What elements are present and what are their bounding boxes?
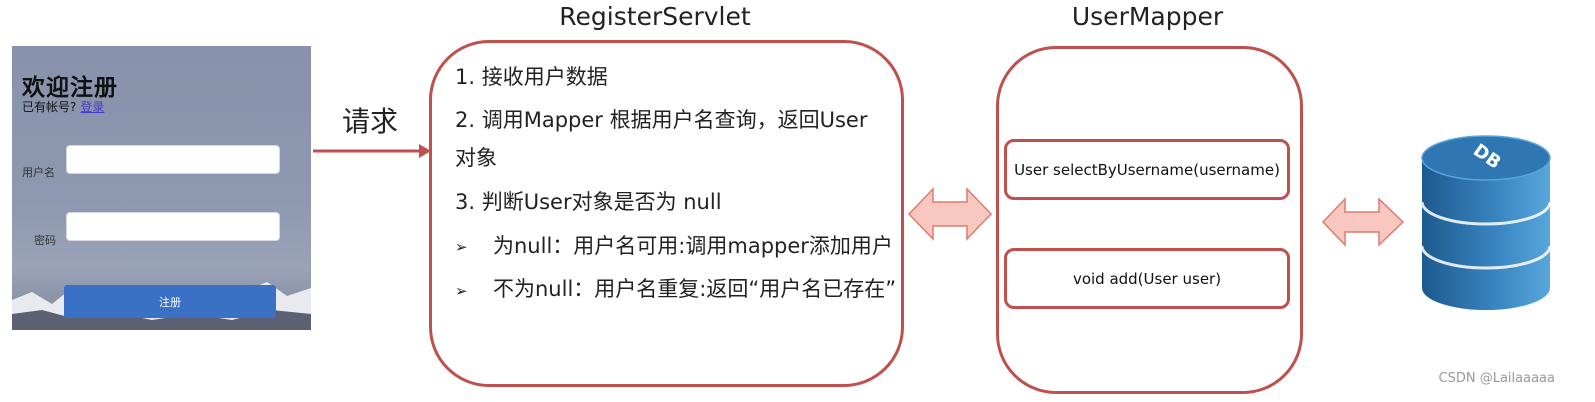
servlet-bullet-2: 不为null：用户名重复:返回“用户名已存在” <box>493 277 897 301</box>
double-arrow-icon <box>907 187 993 241</box>
username-input[interactable] <box>66 145 280 174</box>
login-prompt: 已有帐号?登录 <box>22 98 104 115</box>
login-link[interactable]: 登录 <box>80 100 105 114</box>
servlet-step-2-line-1: 2. 调用Mapper 根据用户名查询，返回User <box>455 108 868 132</box>
request-label: 请求 <box>342 105 399 138</box>
double-arrow-icon <box>1321 197 1405 247</box>
method-select-by-username: User selectByUsername(username) <box>1004 139 1290 200</box>
servlet-step-2-line-2: 对象 <box>455 146 497 170</box>
register-button[interactable]: 注册 <box>64 285 276 318</box>
has-account-text: 已有帐号? <box>22 100 77 114</box>
method-add-user: void add(User user) <box>1004 248 1290 309</box>
servlet-bullet-1: 为null：用户名可用:调用mapper添加用户 <box>493 234 893 258</box>
request-arrow <box>313 144 431 158</box>
servlet-title: RegisterServlet <box>559 2 751 31</box>
password-input[interactable] <box>66 212 280 241</box>
bullet-arrow-icon: ➢ <box>455 282 468 300</box>
database-icon: DB <box>1420 135 1552 310</box>
mapper-title: UserMapper <box>1071 2 1224 31</box>
bullet-arrow-icon: ➢ <box>455 238 468 256</box>
register-form-screenshot: 欢迎注册 已有帐号?登录 用户名 密码 注册 <box>12 46 311 330</box>
password-label: 密码 <box>34 234 56 247</box>
servlet-step-3: 3. 判断User对象是否为 null <box>455 190 722 214</box>
username-label: 用户名 <box>22 166 55 179</box>
servlet-box <box>429 40 904 387</box>
form-title: 欢迎注册 <box>22 75 118 101</box>
mapper-box <box>996 46 1303 394</box>
watermark: CSDN @Lailaaaaa <box>1438 371 1555 386</box>
servlet-step-1: 1. 接收用户数据 <box>455 65 608 89</box>
